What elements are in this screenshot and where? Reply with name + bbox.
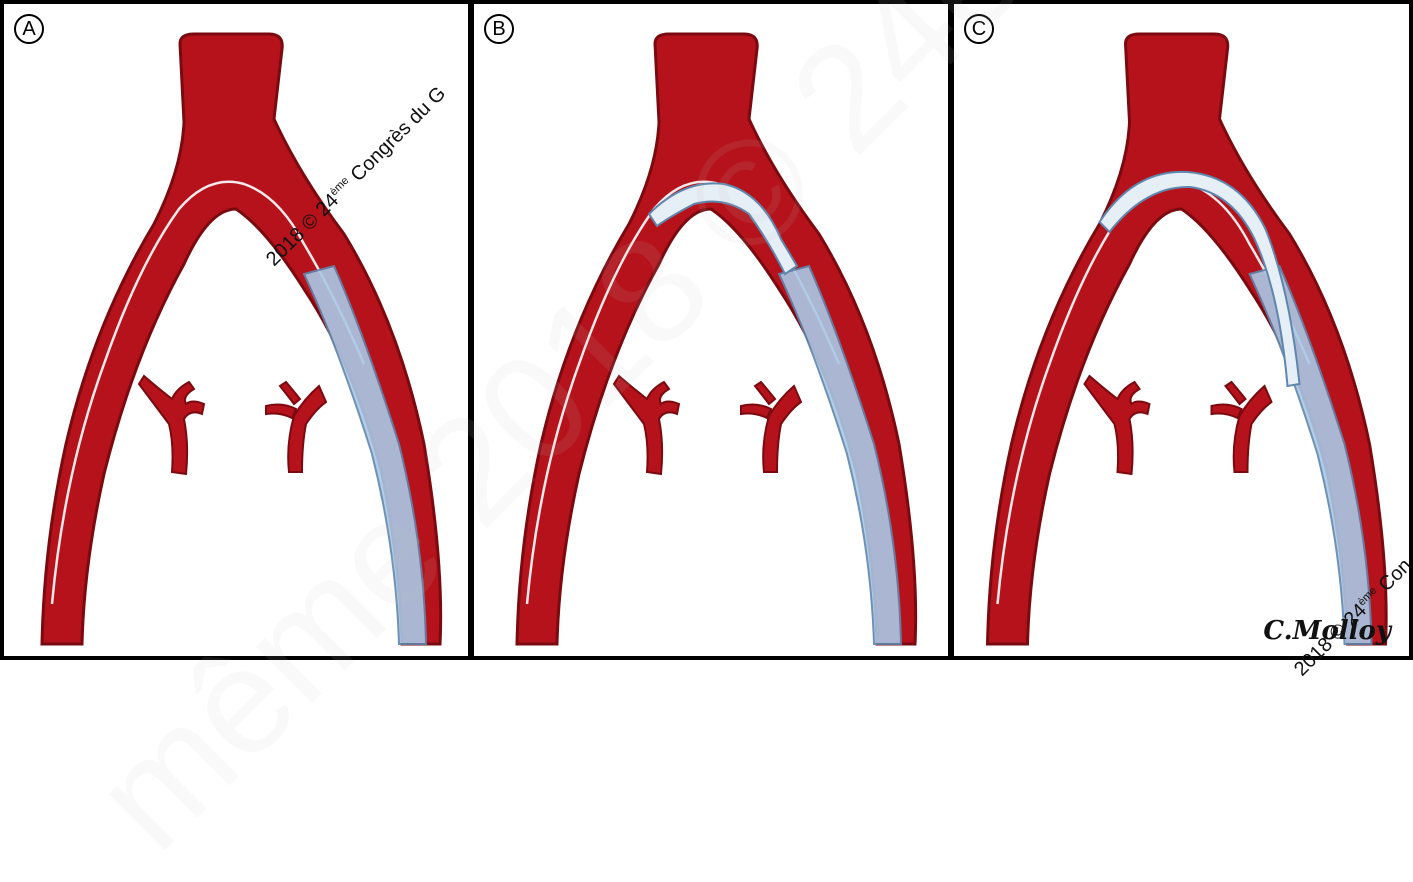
left-internal-iliac-branch (139, 376, 204, 474)
panel-c: C C.Molloy (950, 0, 1413, 660)
aorta-bifurcation (988, 34, 1387, 644)
panel-a: A (0, 0, 472, 660)
right-internal-iliac-branch (266, 382, 326, 472)
vessel-group (42, 34, 441, 644)
author-signature: C.Molloy (1263, 616, 1391, 646)
panel-label-b: B (484, 14, 514, 44)
panel-b: B (470, 0, 952, 660)
figure: A B C C.Molloy même 2018 © 24ème Congrès… (0, 0, 1413, 660)
vessel-illustration (954, 4, 1413, 660)
vessel-group (988, 34, 1387, 644)
aorta-bifurcation (517, 34, 916, 644)
panel-label-a: A (14, 14, 44, 44)
vessel-illustration (4, 4, 472, 660)
left-internal-iliac-branch (1085, 376, 1150, 474)
panel-label-c: C (964, 14, 994, 44)
vessel-illustration (474, 4, 952, 660)
vessel-group (517, 34, 916, 644)
right-internal-iliac-branch (1212, 382, 1272, 472)
right-internal-iliac-branch (741, 382, 801, 472)
left-internal-iliac-branch (614, 376, 679, 474)
aorta-bifurcation (42, 34, 441, 644)
